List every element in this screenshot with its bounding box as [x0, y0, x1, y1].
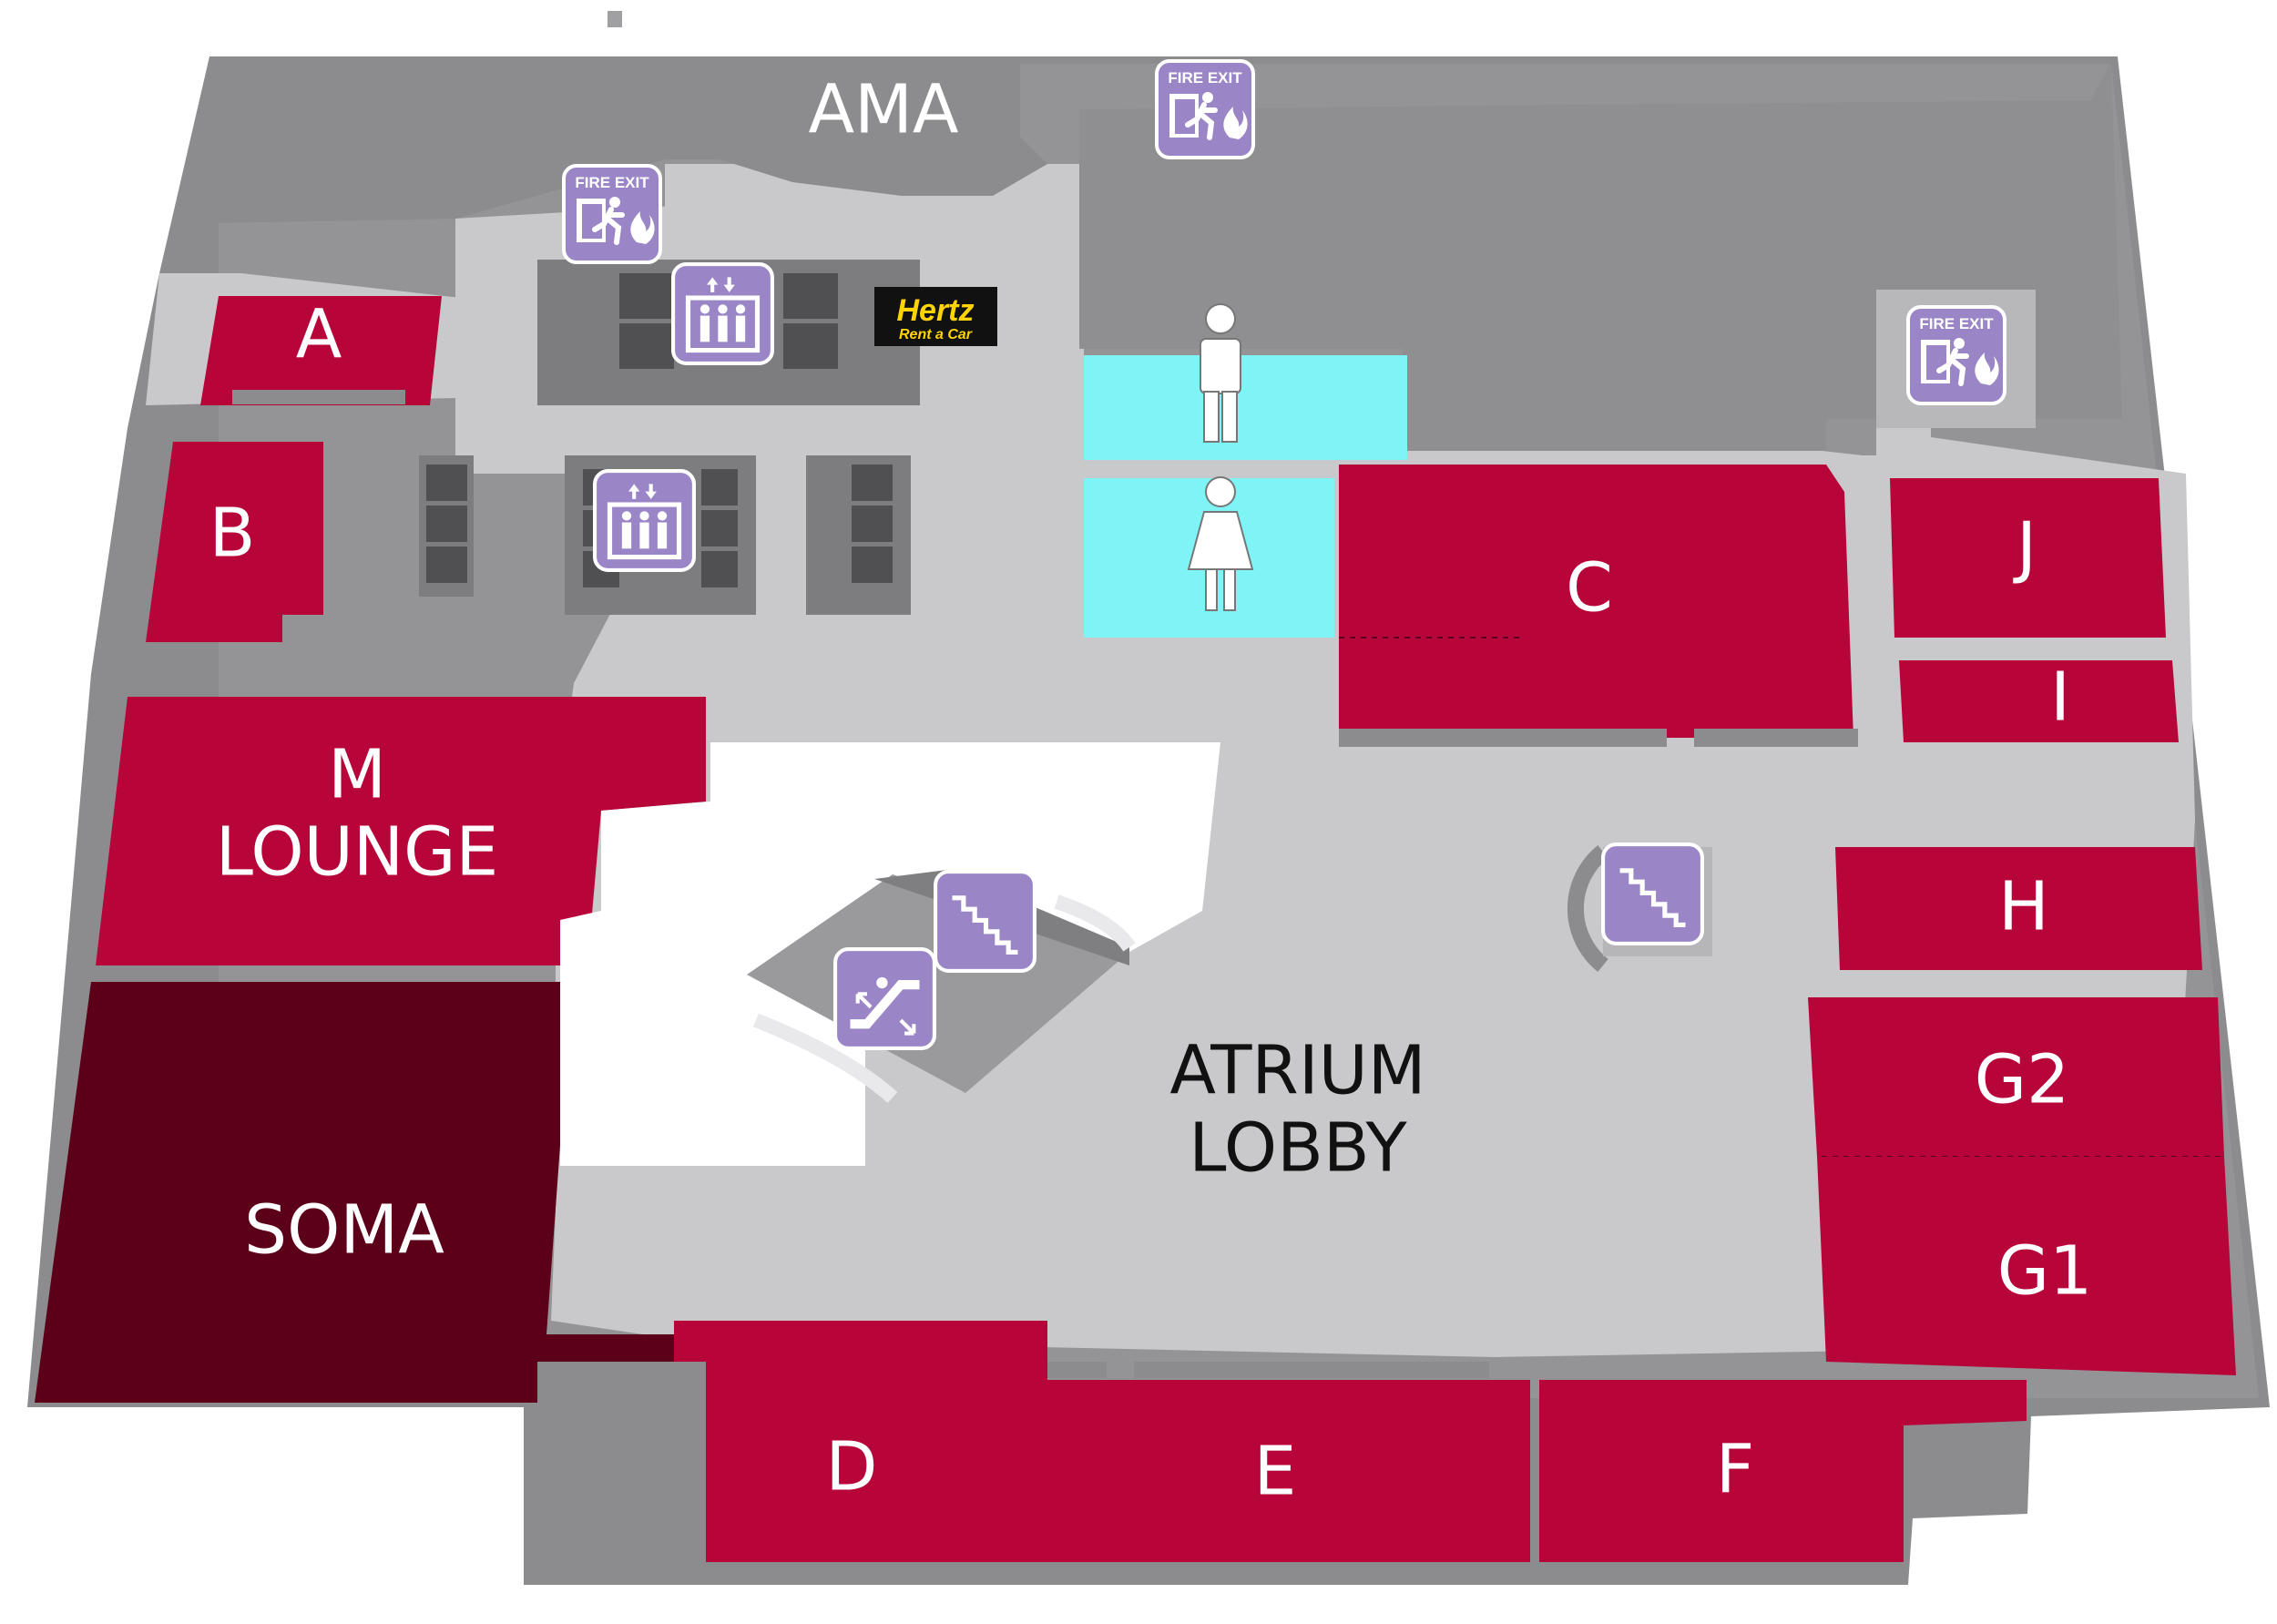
escalator-icon[interactable]	[835, 949, 934, 1048]
elevator-icon[interactable]	[595, 471, 694, 570]
fire-exit-sign-3[interactable]: FIRE EXIT	[1908, 307, 2005, 403]
room-b[interactable]: B	[146, 442, 323, 642]
room-m-lounge-label-2: LOUNGE	[216, 813, 498, 892]
room-soma[interactable]: SOMA	[35, 982, 674, 1403]
room-f[interactable]: F	[1539, 1380, 2027, 1562]
atrium-lobby-label-2: LOBBY	[1189, 1109, 1407, 1188]
fire-exit-label-1: FIRE EXIT	[575, 174, 649, 191]
room-g1[interactable]: G1	[1817, 1157, 2236, 1375]
fire-exit-label-2: FIRE EXIT	[1168, 69, 1242, 87]
room-c-label: C	[1566, 549, 1613, 628]
fire-exit-sign-1[interactable]: FIRE EXIT	[564, 166, 660, 262]
room-g2[interactable]: G2	[1808, 997, 2224, 1158]
room-e[interactable]: E	[1047, 1362, 1530, 1562]
room-f-label: F	[1716, 1431, 1755, 1509]
room-ama[interactable]: AMA	[808, 71, 958, 149]
mens-restroom[interactable]	[1084, 303, 1407, 460]
room-g1-label: G1	[1997, 1232, 2092, 1311]
atrium-lobby-label-1: ATRIUM	[1169, 1032, 1425, 1110]
room-soma-label: SOMA	[244, 1191, 444, 1270]
fire-exit-sign-2[interactable]: FIRE EXIT	[1157, 61, 1253, 158]
back-of-house-area	[1079, 56, 2122, 451]
room-b-label: B	[209, 495, 256, 573]
room-i-label: I	[2050, 659, 2070, 737]
room-a[interactable]: A	[200, 296, 442, 406]
women-restroom-icon	[1187, 476, 1254, 611]
room-c[interactable]: C	[1339, 465, 1858, 747]
service-block	[537, 1362, 706, 1585]
room-h-label: H	[1998, 868, 2049, 946]
hertz-tagline: Rent a Car	[899, 327, 973, 342]
hertz-sign[interactable]: Hertz Rent a Car	[874, 287, 997, 346]
stairs-icon[interactable]	[935, 872, 1035, 971]
room-j[interactable]: J	[1890, 478, 2166, 638]
map-marker	[608, 11, 622, 27]
hertz-brand-name: Hertz	[896, 293, 974, 328]
room-e-label: E	[1254, 1433, 1297, 1511]
womens-restroom[interactable]	[1084, 476, 1334, 638]
room-m-lounge-label-1: M	[328, 736, 386, 814]
men-restroom-icon	[1200, 303, 1241, 443]
fire-exit-label-3: FIRE EXIT	[1919, 315, 1994, 332]
room-g2-label: G2	[1975, 1041, 2069, 1119]
room-a-label: A	[296, 296, 342, 374]
elevator-icon[interactable]	[673, 264, 772, 363]
room-i[interactable]: I	[1899, 659, 2179, 743]
room-d[interactable]: D	[674, 1321, 1047, 1562]
room-j-label: J	[2013, 508, 2037, 587]
room-d-label: D	[826, 1428, 878, 1507]
room-ama-label: AMA	[808, 71, 958, 149]
stairs-icon[interactable]	[1603, 844, 1702, 944]
room-h[interactable]: H	[1835, 847, 2202, 970]
room-m-lounge[interactable]: M LOUNGE	[96, 697, 706, 965]
ama-area	[209, 56, 1047, 223]
